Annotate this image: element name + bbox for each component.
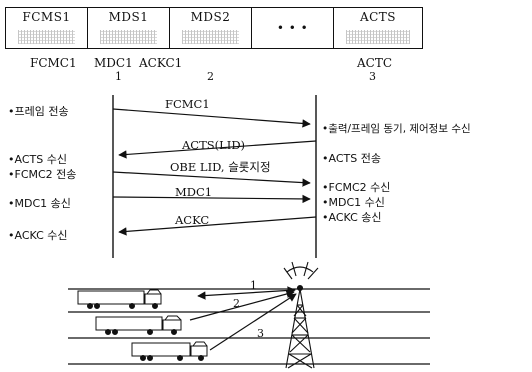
message-label-fcmc1: FCMC1 (165, 97, 210, 111)
scene-arrow-2 (189, 289, 295, 321)
left-event-frame-send: •프레임 전송 (8, 105, 69, 118)
arrow-fcmc1 (112, 108, 311, 128)
frame-cell-acts: ACTS (333, 7, 423, 49)
label-mdc1: MDC1 (94, 56, 133, 70)
cell-texture (18, 30, 75, 44)
right-event-ackc-send: •ACKC 송신 (322, 211, 382, 224)
label-ackc1: ACKC1 (139, 56, 183, 70)
frame-cell-label: • • • (276, 21, 309, 35)
frame-cell-label: ACTS (359, 10, 397, 24)
left-event-acts-receive: •ACTS 수신 (8, 153, 67, 166)
left-event-fcmc2-send: •FCMC2 전송 (8, 168, 77, 181)
index-mark-1: 1 (115, 70, 122, 83)
scene-arrow-label-3: 3 (257, 327, 264, 340)
label-actc: ACTC (357, 56, 393, 70)
right-event-acts-send: •ACTS 전송 (322, 152, 381, 165)
truck-icon-3 (131, 341, 208, 361)
scene-arrow-3 (209, 293, 297, 351)
right-event-mdc1-receive: •MDC1 수신 (322, 196, 385, 209)
scene-arrow-1 (197, 286, 296, 300)
message-label-ackc: ACKC (175, 213, 210, 227)
frame-cell-mds2: MDS2 (169, 7, 251, 49)
right-event-fcmc2-receive: •FCMC2 수신 (322, 181, 391, 194)
scene-arrow-label-2: 2 (233, 297, 240, 310)
arrow-acts (118, 140, 317, 159)
label-fcmc1: FCMC1 (30, 56, 77, 70)
arrow-obe (112, 171, 311, 187)
message-label-obe-lid: OBE LID, 슬롯지정 (170, 160, 271, 174)
arrow-ackc (118, 216, 317, 236)
frame-cell-label: MDS1 (108, 10, 149, 24)
right-event-sync-receive: •출력/프레임 동기, 제어정보 수신 (322, 123, 471, 135)
index-mark-3: 3 (369, 70, 376, 83)
left-event-ackc-receive: •ACKC 수신 (8, 229, 68, 242)
frame-cell-fcms1: FCMS1 (5, 7, 87, 49)
message-label-mdc1: MDC1 (175, 185, 213, 199)
cell-texture (182, 30, 239, 44)
frame-cell-label: MDS2 (190, 10, 231, 24)
truck-icon-2 (95, 315, 182, 335)
scene-arrow-label-1: 1 (250, 279, 257, 292)
frame-cell-label: FCMS1 (22, 10, 71, 24)
arrow-mdc1 (112, 194, 311, 204)
frame-cell-ellipsis: • • • (251, 7, 333, 49)
left-event-mdc1-send: •MDC1 송신 (8, 197, 71, 210)
message-label-acts: ACTS(LID) (182, 138, 246, 152)
cell-texture (100, 30, 157, 44)
cell-texture (346, 30, 410, 44)
index-mark-2: 2 (207, 70, 214, 83)
antenna-tower-icon (283, 261, 319, 369)
truck-icon-1 (77, 289, 162, 309)
frame-cell-mds1: MDS1 (87, 7, 169, 49)
